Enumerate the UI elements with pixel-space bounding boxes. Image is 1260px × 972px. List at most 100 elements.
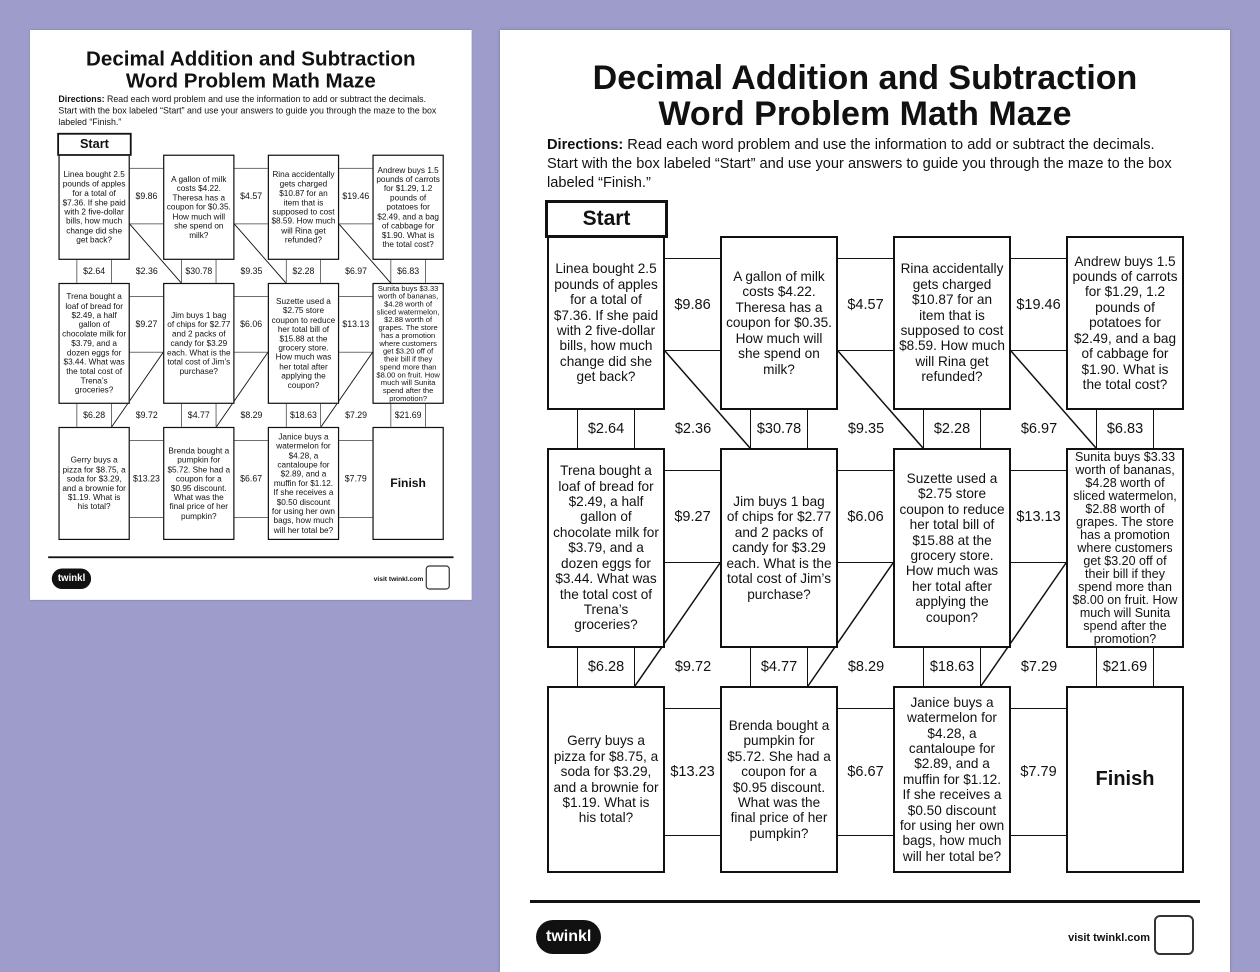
answer-option: $2.28 (923, 410, 981, 448)
maze-path-line (129, 223, 182, 284)
directions-text: Read each word problem and use the infor… (547, 137, 1172, 191)
maze-path-line (215, 352, 269, 428)
answer-option: $6.97 (345, 266, 368, 277)
answer-option: $6.28 (577, 648, 635, 686)
directions-label: Directions: (547, 137, 624, 153)
directions-text: Read each word problem and use the infor… (58, 94, 437, 128)
answer-option: $7.29 (1020, 659, 1058, 675)
answer-option: $18.63 (923, 648, 981, 686)
finish-box: Finish (1066, 686, 1184, 873)
problem-box: Brenda bought a pumpkin for $5.72. She h… (720, 686, 838, 873)
answer-option: $13.13 (339, 296, 373, 353)
directions: Directions: Read each word problem and u… (58, 94, 445, 128)
answer-option: $8.29 (847, 659, 885, 675)
answer-option: $2.28 (285, 259, 322, 283)
problem-box: Gerry buys a pizza for $8.75, a soda for… (58, 426, 130, 541)
problem-box: Linea bought 2.5 pounds of apples for a … (547, 236, 665, 410)
answer-option: $4.57 (234, 167, 268, 225)
answer-option: $6.97 (1020, 421, 1058, 437)
answer-option: $18.63 (285, 403, 322, 427)
answer-option: $6.83 (390, 259, 426, 283)
title-line-2: Word Problem Math Maze (658, 95, 1072, 133)
visit-link[interactable]: visit twinkl.com (373, 575, 424, 583)
problem-box: Sunita buys $3.33 worth of bananas, $4.2… (1066, 448, 1184, 648)
answer-option: $13.13 (1011, 470, 1066, 563)
answer-option: $7.29 (345, 410, 368, 421)
footer-divider (48, 556, 454, 559)
problem-box: Suzette used a $2.75 store coupon to red… (267, 282, 340, 404)
answer-option: $9.72 (674, 659, 712, 675)
problem-box: Jim buys 1 bag of chips for $2.77 and 2 … (720, 448, 838, 648)
problem-box: Janice buys a watermelon for $4.28, a ca… (893, 686, 1011, 873)
problem-box: Rina accidentally gets charged $10.87 fo… (893, 236, 1011, 410)
problem-box: Trena bought a loaf of bread for $2.49, … (547, 448, 665, 648)
answer-option: $13.23 (129, 440, 164, 518)
answer-option: $4.57 (838, 258, 893, 351)
answer-option: $4.77 (181, 403, 217, 427)
maze-path-line (111, 352, 164, 428)
directions: Directions: Read each word problem and u… (547, 136, 1187, 193)
answer-option: $6.67 (234, 440, 268, 518)
maze-path-line (664, 350, 751, 449)
answer-option: $6.06 (234, 296, 268, 353)
problem-box: A gallon of milk costs $4.22. Theresa ha… (720, 236, 838, 410)
answer-option: $7.79 (339, 440, 373, 518)
answer-option: $6.67 (838, 708, 893, 836)
answer-option: $13.23 (665, 708, 720, 836)
answer-option: $30.78 (750, 410, 808, 448)
maze-path-line (320, 352, 373, 428)
problem-box: Jim buys 1 bag of chips for $2.77 and 2 … (163, 282, 235, 404)
quality-badge-icon (1154, 915, 1194, 955)
answer-option: $21.69 (390, 403, 426, 427)
title-line-1: Decimal Addition and Subtraction (86, 47, 416, 71)
problem-box: Linea bought 2.5 pounds of apples for a … (58, 154, 130, 260)
maze-path-line (234, 223, 287, 284)
problem-box: Andrew buys 1.5 pounds of carrots for $1… (1066, 236, 1184, 410)
maze-path-line (837, 350, 924, 449)
problem-box: Andrew buys 1.5 pounds of carrots for $1… (372, 154, 444, 260)
title-line-1: Decimal Addition and Subtraction (592, 59, 1138, 97)
problem-box: Brenda bought a pumpkin for $5.72. She h… (163, 426, 235, 541)
answer-option: $19.46 (339, 167, 373, 225)
maze-path-line (1010, 350, 1097, 449)
problem-box: Suzette used a $2.75 store coupon to red… (893, 448, 1011, 648)
problem-box: A gallon of milk costs $4.22. Theresa ha… (163, 154, 235, 260)
visit-link[interactable]: visit twinkl.com (1068, 932, 1150, 944)
answer-option: $30.78 (181, 259, 217, 283)
directions-label: Directions: (58, 94, 105, 105)
answer-option: $6.28 (76, 403, 112, 427)
answer-option: $2.64 (577, 410, 635, 448)
problem-box: Janice buys a watermelon for $4.28, a ca… (267, 426, 340, 541)
twinkl-logo: twinkl (536, 920, 602, 954)
answer-option: $9.27 (665, 470, 720, 563)
answer-option: $8.29 (240, 410, 263, 421)
twinkl-logo: twinkl (51, 568, 92, 590)
footer-divider (530, 900, 1200, 903)
maze-path-line (338, 223, 391, 284)
answer-option: $7.79 (1011, 708, 1066, 836)
answer-option: $9.35 (847, 421, 885, 437)
answer-option: $2.36 (135, 266, 158, 277)
answer-option: $9.72 (135, 410, 158, 421)
answer-option: $9.27 (129, 296, 164, 353)
answer-option: $9.35 (240, 266, 263, 277)
answer-option: $9.86 (129, 167, 164, 225)
maze-path-lines (111, 223, 391, 428)
quality-badge-icon (425, 565, 450, 590)
start-box: Start (57, 132, 132, 156)
answer-option: $19.46 (1011, 258, 1066, 351)
problem-box: Trena bought a loaf of bread for $2.49, … (58, 282, 130, 404)
problem-box: Rina accidentally gets charged $10.87 fo… (267, 154, 340, 260)
answer-option: $6.06 (838, 470, 893, 563)
finish-box: Finish (372, 426, 444, 541)
title-line-2: Word Problem Math Maze (125, 69, 376, 93)
answer-option: $9.86 (665, 258, 720, 351)
answer-option: $4.77 (750, 648, 808, 686)
answer-option: $2.64 (76, 259, 112, 283)
problem-box: Gerry buys a pizza for $8.75, a soda for… (547, 686, 665, 873)
answer-option: $21.69 (1096, 648, 1154, 686)
